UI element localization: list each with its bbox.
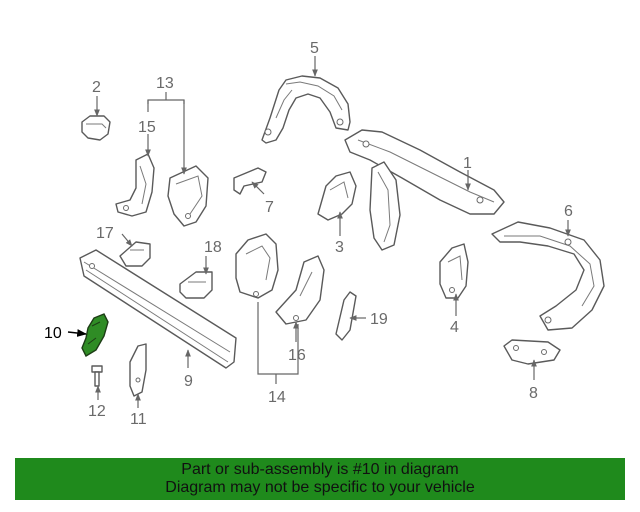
callout-18: 18 — [204, 239, 222, 256]
part-14-bracket[interactable] — [235, 233, 279, 299]
callout-3: 3 — [335, 239, 344, 256]
callout-1: 1 — [463, 155, 472, 172]
part-6-side-bracket[interactable] — [491, 221, 605, 331]
callout-17: 17 — [96, 225, 114, 242]
part-11-bracket[interactable] — [129, 343, 147, 397]
part-10-highlighted-bracket[interactable] — [81, 313, 109, 357]
callout-labels: 1 2 3 4 5 6 7 8 9 10 11 12 13 14 15 16 1… — [44, 40, 573, 428]
callout-19: 19 — [370, 311, 388, 328]
part-12-bolt[interactable] — [91, 365, 103, 387]
callout-13: 13 — [156, 75, 174, 92]
part-4-bracket[interactable] — [439, 243, 469, 299]
callout-4: 4 — [450, 319, 459, 336]
callout-15: 15 — [138, 119, 156, 136]
part-7-clip[interactable] — [233, 167, 267, 195]
callout-11: 11 — [130, 411, 147, 428]
callout-8: 8 — [529, 385, 538, 402]
part-13-bracket[interactable] — [167, 165, 209, 227]
part-19-strip[interactable] — [335, 291, 357, 341]
part-18-bracket[interactable] — [179, 271, 213, 299]
info-banner: Part or sub-assembly is #10 in diagram D… — [15, 458, 625, 500]
callout-10: 10 — [44, 325, 62, 342]
callout-16: 16 — [288, 347, 306, 364]
part-9-reinforcement-bar[interactable] — [79, 249, 237, 369]
part-17-bracket[interactable] — [119, 241, 151, 267]
callout-7: 7 — [265, 199, 274, 216]
callout-12: 12 — [88, 403, 106, 420]
part-8-bracket[interactable] — [503, 339, 561, 365]
callout-5: 5 — [310, 40, 319, 57]
part-2-cap[interactable] — [81, 115, 111, 141]
callout-9: 9 — [184, 373, 193, 390]
part-1-tie-bar[interactable] — [344, 129, 505, 251]
callout-14: 14 — [268, 389, 286, 406]
part-16-bracket[interactable] — [275, 255, 325, 325]
info-banner-line-1: Part or sub-assembly is #10 in diagram — [181, 461, 459, 478]
part-3-bracket[interactable] — [317, 171, 357, 221]
part-15-bracket[interactable] — [115, 153, 155, 217]
leader-lines — [67, 56, 571, 408]
info-banner-line-2: Diagram may not be specific to your vehi… — [165, 479, 475, 496]
part-5-bracket[interactable] — [261, 75, 351, 144]
callout-2: 2 — [92, 79, 101, 96]
callout-6: 6 — [564, 203, 573, 220]
